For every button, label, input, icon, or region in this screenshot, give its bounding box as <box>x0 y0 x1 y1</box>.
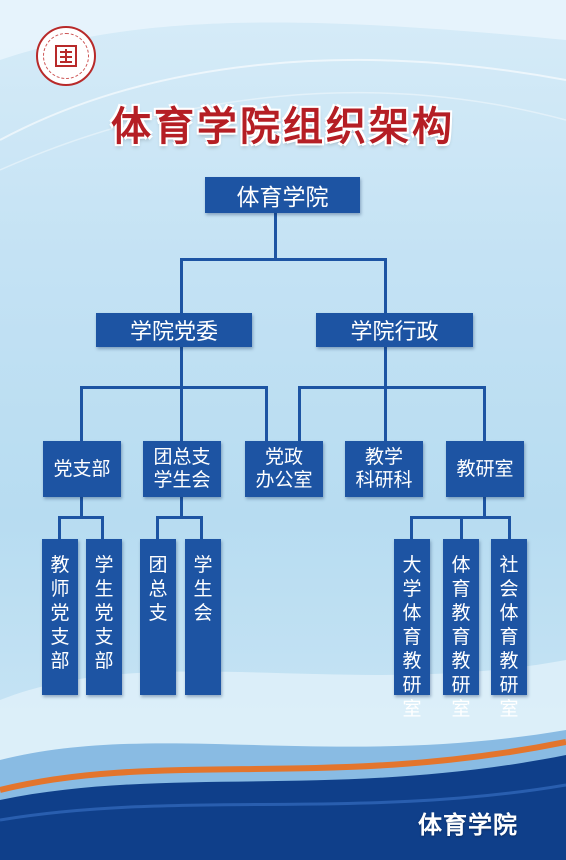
pe-edu-label: 体育教育教研室 <box>451 554 471 720</box>
connector <box>298 386 301 442</box>
connector <box>508 516 511 540</box>
connector <box>101 516 104 540</box>
student-union-label: 学生会 <box>193 554 213 624</box>
connector <box>180 258 387 261</box>
connector <box>180 345 183 388</box>
connector <box>483 497 486 519</box>
connector <box>384 345 387 388</box>
league-union-box: 团总支 学生会 <box>143 441 221 497</box>
teacher-branch-label: 教师党支部 <box>50 554 70 672</box>
connector <box>410 516 413 540</box>
social-pe-label: 社会体育教研室 <box>499 554 519 720</box>
connector <box>80 386 268 389</box>
league-branch-label: 团总支 <box>148 554 168 624</box>
connector <box>180 497 183 519</box>
teaching-research-box: 教研室 <box>446 441 524 497</box>
connector <box>180 258 183 315</box>
student-branch-box: 学生党支部 <box>86 539 122 695</box>
office-box: 党政 办公室 <box>245 441 323 497</box>
connector <box>265 386 268 442</box>
social-pe-box: 社会体育教研室 <box>491 539 527 720</box>
univ-pe-box: 大学体育教研室 <box>394 539 430 720</box>
administration-box: 学院行政 <box>316 313 473 347</box>
connector <box>58 516 61 540</box>
seal-mark <box>55 45 77 67</box>
univ-pe-label: 大学体育教研室 <box>402 554 422 720</box>
student-branch-label: 学生党支部 <box>94 554 114 672</box>
connector <box>200 516 203 540</box>
connector <box>180 386 183 442</box>
party-branch-box: 党支部 <box>43 441 121 497</box>
student-union-box: 学生会 <box>185 539 221 695</box>
page-title: 体育学院组织架构 <box>111 104 455 150</box>
research-office-box: 教学 科研科 <box>345 441 423 497</box>
connector <box>80 497 83 519</box>
league-branch-box: 团总支 <box>140 539 176 695</box>
university-seal-logo <box>36 26 96 86</box>
connector <box>156 516 159 540</box>
connector <box>384 386 387 442</box>
org-root-box: 体育学院 <box>205 177 360 213</box>
connector <box>156 516 203 519</box>
connector <box>298 386 486 389</box>
teacher-branch-box: 教师党支部 <box>42 539 78 695</box>
connector <box>274 213 277 260</box>
connector <box>384 258 387 315</box>
footer-label: 体育学院 <box>418 811 518 839</box>
connector <box>460 516 463 540</box>
pe-edu-box: 体育教育教研室 <box>443 539 479 720</box>
connector <box>483 386 486 442</box>
seal-ring <box>43 33 89 79</box>
connector <box>58 516 104 519</box>
party-committee-box: 学院党委 <box>96 313 252 347</box>
connector <box>80 386 83 442</box>
